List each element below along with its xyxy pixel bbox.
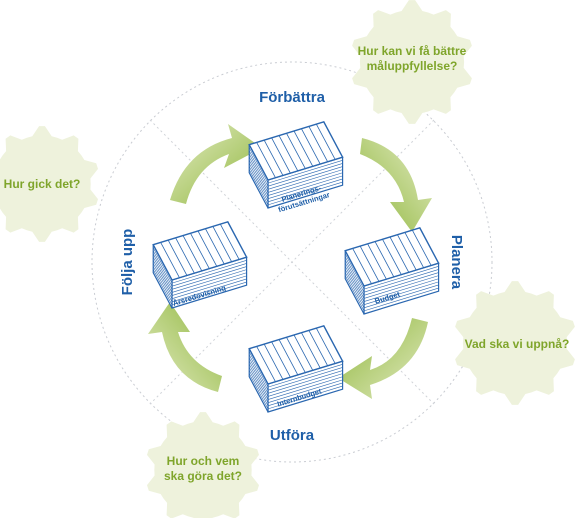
question-improve-line2: måluppfyllelse? <box>367 59 458 73</box>
arrow-to-follow-up <box>148 302 222 392</box>
gear-plan-icon <box>455 281 575 405</box>
question-follow-up: Hur gick det? <box>4 177 81 191</box>
doc-stack-annual-report <box>152 221 248 309</box>
cycle-circle <box>91 61 493 463</box>
arrow-to-plan <box>360 138 432 232</box>
question-plan: Vad ska vi uppnå? <box>465 337 570 351</box>
arrow-to-execute <box>338 318 428 399</box>
phase-plan: Planera <box>448 235 465 290</box>
question-execute-line2: ska göra det? <box>164 469 242 483</box>
phase-execute: Utföra <box>270 427 315 444</box>
phase-improve: Förbättra <box>259 89 325 106</box>
question-improve-line1: Hur kan vi få bättre <box>358 44 467 58</box>
doc-stack-budget <box>344 227 440 315</box>
doc-stack-planning <box>248 121 344 209</box>
gear-follow-up-icon <box>0 126 98 242</box>
gear-improve-icon <box>352 0 472 124</box>
gear-execute-icon <box>147 412 259 518</box>
question-execute-line1: Hur och vem <box>167 454 240 468</box>
phase-follow-up: Följa upp <box>119 229 136 296</box>
doc-stack-internal-budget <box>248 325 344 413</box>
arrow-to-improve <box>170 124 262 204</box>
